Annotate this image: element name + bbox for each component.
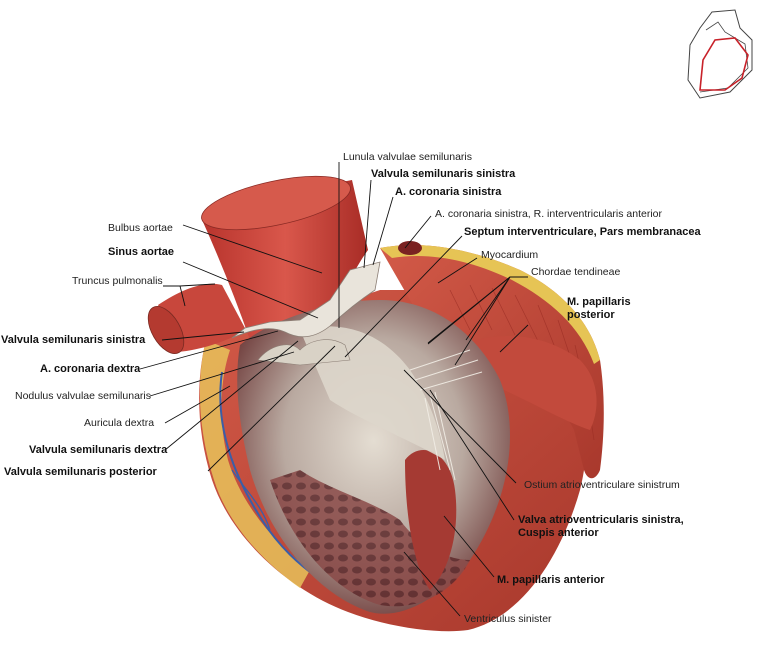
label-ventriculus: Ventriculus sinister xyxy=(464,613,552,625)
label-valvula-sem-sin-top: Valvula semilunaris sinistra xyxy=(371,168,516,180)
label-valvula-sem-sin-left: Valvula semilunaris sinistra xyxy=(1,334,146,346)
label-m-pap-post-2: posterior xyxy=(567,309,615,321)
label-m-pap-post-1: M. papillaris xyxy=(567,296,631,308)
label-a-cor-sin: A. coronaria sinistra xyxy=(395,186,502,198)
label-bulbus: Bulbus aortae xyxy=(108,222,173,234)
orientation-thumbnail xyxy=(687,9,753,99)
label-a-cor-dex: A. coronaria dextra xyxy=(40,363,141,375)
label-valvula-sem-dex: Valvula semilunaris dextra xyxy=(29,444,168,456)
label-ostium: Ostium atrioventriculare sinistrum xyxy=(524,479,680,491)
label-septum: Septum interventriculare, Pars membranac… xyxy=(464,226,701,238)
label-chordae: Chordae tendineae xyxy=(531,266,621,278)
posterior-wall-flap xyxy=(380,244,604,479)
label-nodulus: Nodulus valvulae semilunaris xyxy=(15,390,151,402)
label-sinus: Sinus aortae xyxy=(108,246,175,258)
label-valvula-sem-post: Valvula semilunaris posterior xyxy=(4,466,157,478)
left-ventricle-cavity xyxy=(237,300,510,614)
leader-lines xyxy=(139,162,529,617)
label-auricula: Auricula dextra xyxy=(84,417,155,429)
label-myocardium: Myocardium xyxy=(481,249,539,261)
label-lunula: Lunula valvulae semilunaris xyxy=(343,151,472,163)
semilunar-valves xyxy=(231,261,381,366)
label-valva-2: Cuspis anterior xyxy=(518,527,599,539)
label-truncus: Truncus pulmonalis xyxy=(72,275,163,287)
label-valva-1: Valva atrioventricularis sinistra, xyxy=(518,514,684,526)
label-a-cor-sin-ria: A. coronaria sinistra, R. interventricul… xyxy=(435,208,663,220)
label-m-pap-ant: M. papillaris anterior xyxy=(497,574,605,586)
